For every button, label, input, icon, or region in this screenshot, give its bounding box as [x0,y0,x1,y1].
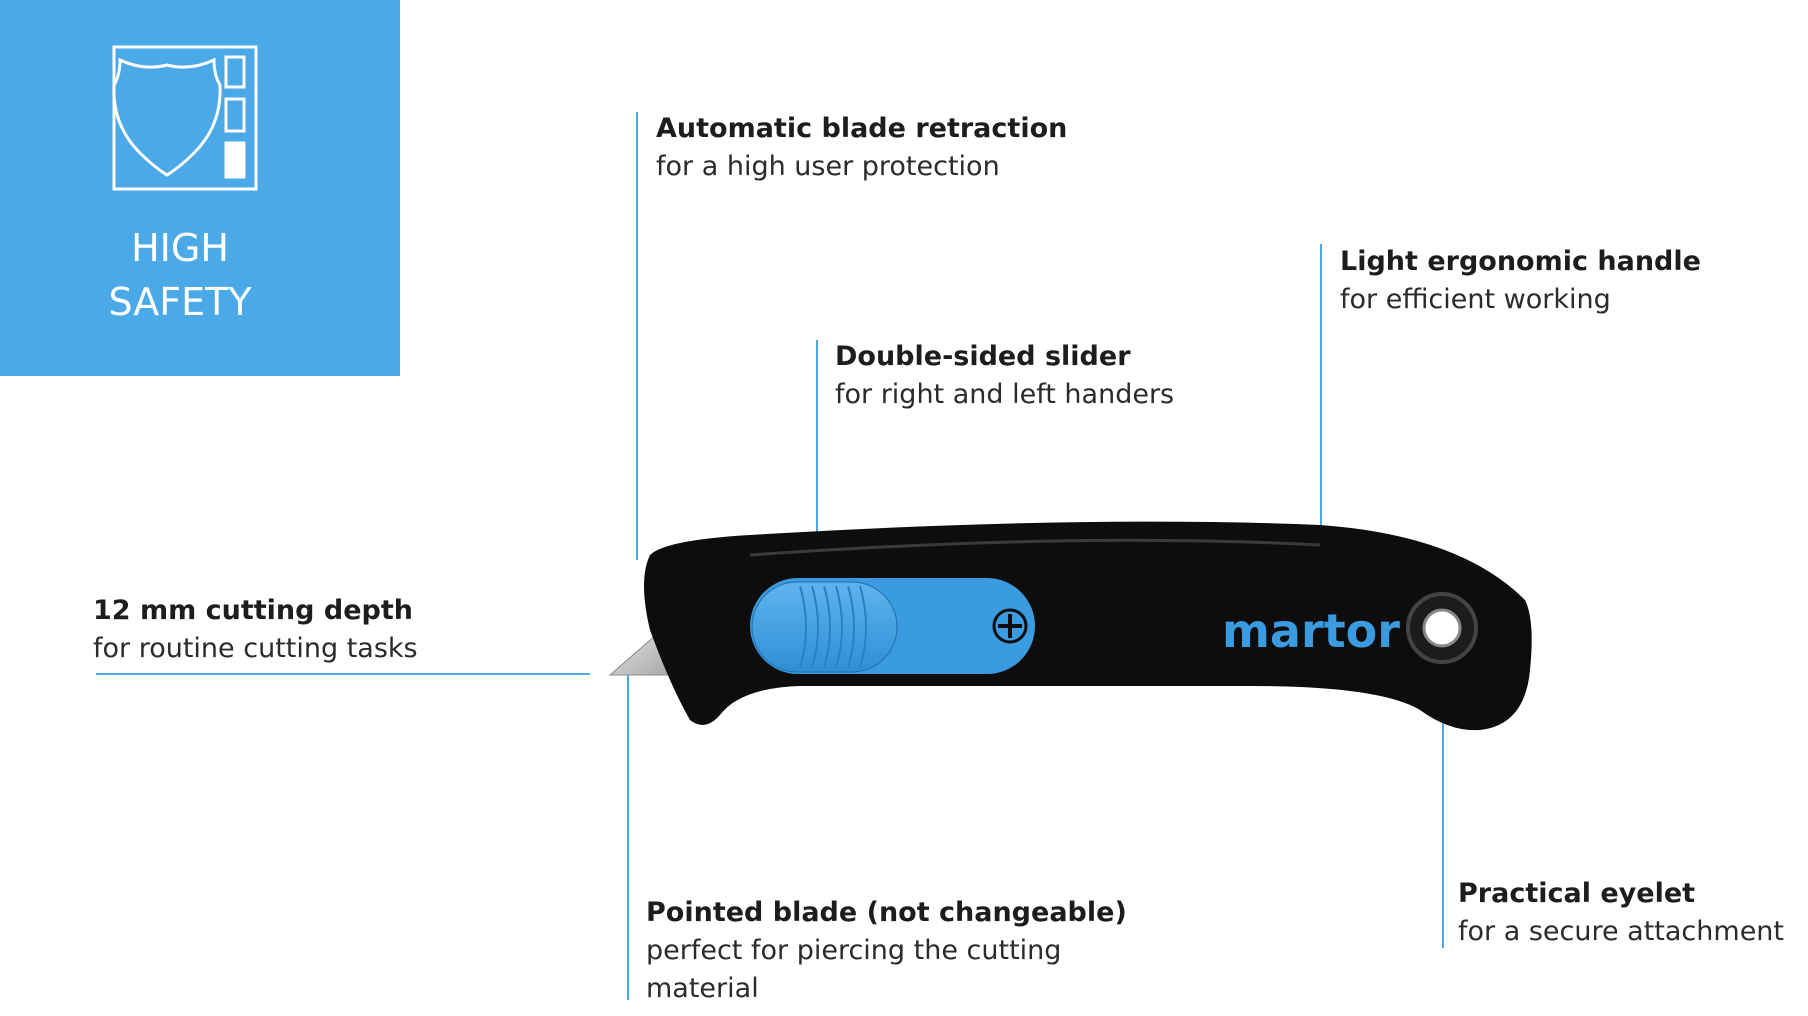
callout-retraction-desc: for a high user protection [656,151,1000,182]
high-safety-badge: HIGH SAFETY [0,0,400,376]
handle [644,521,1532,731]
leader-handle [1320,244,1322,560]
slider-knob [751,581,898,673]
callout-blade-title: Pointed blade (not changeable) [646,897,1127,928]
callout-handle-title: Light ergonomic handle [1340,246,1701,277]
callout-slider-desc: for right and left handers [835,379,1175,410]
leader-retraction [636,112,638,560]
leader-eyelet [1442,642,1444,948]
callout-depth-desc: for routine cutting tasks [93,633,418,664]
callout-retraction-title: Automatic blade retraction [656,113,1068,144]
callout-eyelet-desc: for a secure attachment [1458,916,1785,947]
leader-depth [96,673,590,675]
leader-blade [627,668,629,1000]
callout-blade-desc-1: perfect for piercing the cutting [646,935,1062,966]
callout-blade: Pointed blade (not changeable) perfect f… [646,894,1127,1008]
callout-eyelet-title: Practical eyelet [1458,878,1696,909]
badge-line-1: HIGH [131,226,229,270]
callout-eyelet: Practical eyelet for a secure attachment [1458,875,1784,951]
callout-slider-title: Double-sided slider [835,341,1131,372]
callout-depth: 12 mm cutting depth for routine cutting … [93,592,418,668]
callout-blade-desc-2: material [646,973,759,1004]
knife-brand-logo: martor [1222,604,1400,658]
shield-safety-icon [112,45,258,191]
callout-slider: Double-sided slider for right and left h… [835,338,1174,414]
callout-handle-desc: for efficient working [1340,284,1611,315]
leader-slider [816,340,818,620]
safety-knife-illustration [608,521,1532,731]
badge-line-2: SAFETY [108,280,252,324]
callout-handle: Light ergonomic handle for efficient wor… [1340,243,1701,319]
callout-depth-title: 12 mm cutting depth [93,595,413,626]
callout-retraction: Automatic blade retraction for a high us… [656,110,1067,186]
